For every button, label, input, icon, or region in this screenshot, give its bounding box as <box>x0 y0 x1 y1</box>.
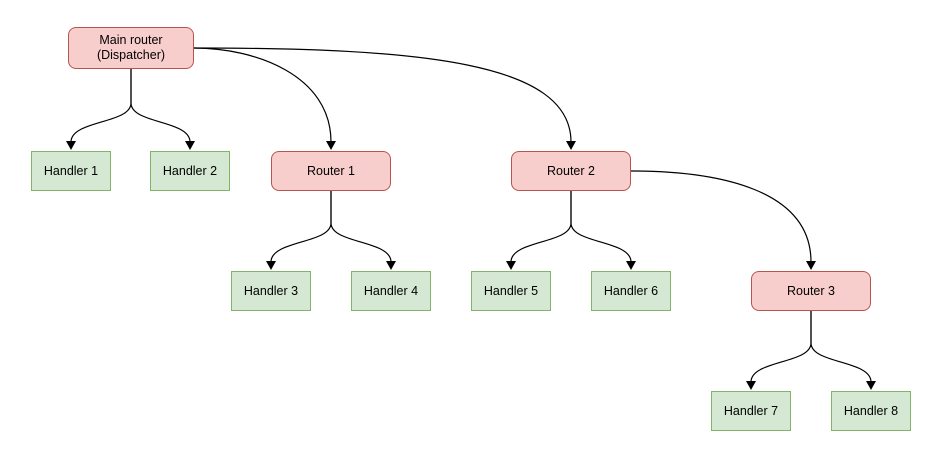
edge-main-to-handler-1 <box>70 68 132 143</box>
node-handler-3[interactable]: Handler 3 <box>231 271 311 311</box>
node-handler-7[interactable]: Handler 7 <box>711 391 791 431</box>
arrowhead-arrow-router-2 <box>566 141 576 150</box>
node-handler-4[interactable]: Handler 4 <box>351 271 431 311</box>
arrowhead-arrow-handler-2 <box>185 141 195 150</box>
node-handler-1[interactable]: Handler 1 <box>31 151 111 191</box>
node-label-router-1: Router 1 <box>307 163 355 178</box>
node-handler-8[interactable]: Handler 8 <box>831 391 911 431</box>
edge-router-2-to-handler-5 <box>510 190 572 263</box>
edge-router-2-to-handler-6 <box>570 190 632 263</box>
node-main-router[interactable]: Main router (Dispatcher) <box>68 27 194 69</box>
node-label-handler-6: Handler 6 <box>603 283 659 298</box>
node-router-3[interactable]: Router 3 <box>751 271 871 311</box>
node-router-2[interactable]: Router 2 <box>511 151 631 191</box>
edge-router-3-to-handler-7 <box>750 310 812 383</box>
node-label-handler-8: Handler 8 <box>843 403 899 418</box>
arrowhead-arrow-handler-6 <box>626 261 636 270</box>
node-label-handler-4: Handler 4 <box>363 283 419 298</box>
arrowhead-arrow-handler-4 <box>386 261 396 270</box>
node-handler-5[interactable]: Handler 5 <box>471 271 551 311</box>
edge-router-1-to-handler-4 <box>330 190 392 263</box>
edge-main-to-router-2 <box>193 47 572 143</box>
node-label-router-3: Router 3 <box>787 283 835 298</box>
edge-main-to-handler-2 <box>130 68 191 143</box>
edge-router-2-to-router-3 <box>630 170 812 263</box>
edge-router-3-to-handler-8 <box>810 310 872 383</box>
arrowhead-arrow-handler-5 <box>506 261 516 270</box>
node-handler-2[interactable]: Handler 2 <box>150 151 230 191</box>
node-label-handler-1: Handler 1 <box>43 163 99 178</box>
node-label-handler-2: Handler 2 <box>162 163 218 178</box>
arrowhead-arrow-router-3 <box>806 261 816 270</box>
node-label-main-router: Main router (Dispatcher) <box>96 33 166 62</box>
edge-main-to-router-1 <box>193 47 332 143</box>
arrowhead-arrow-handler-7 <box>746 381 756 390</box>
arrowhead-arrow-handler-8 <box>866 381 876 390</box>
node-handler-6[interactable]: Handler 6 <box>591 271 671 311</box>
node-label-router-2: Router 2 <box>547 163 595 178</box>
arrowhead-arrow-handler-3 <box>266 261 276 270</box>
edge-router-1-to-handler-3 <box>270 190 332 263</box>
node-label-handler-3: Handler 3 <box>243 283 299 298</box>
node-router-1[interactable]: Router 1 <box>271 151 391 191</box>
arrowhead-arrow-handler-1 <box>66 141 76 150</box>
node-label-handler-7: Handler 7 <box>723 403 779 418</box>
arrowhead-arrow-router-1 <box>326 141 336 150</box>
node-label-handler-5: Handler 5 <box>483 283 539 298</box>
